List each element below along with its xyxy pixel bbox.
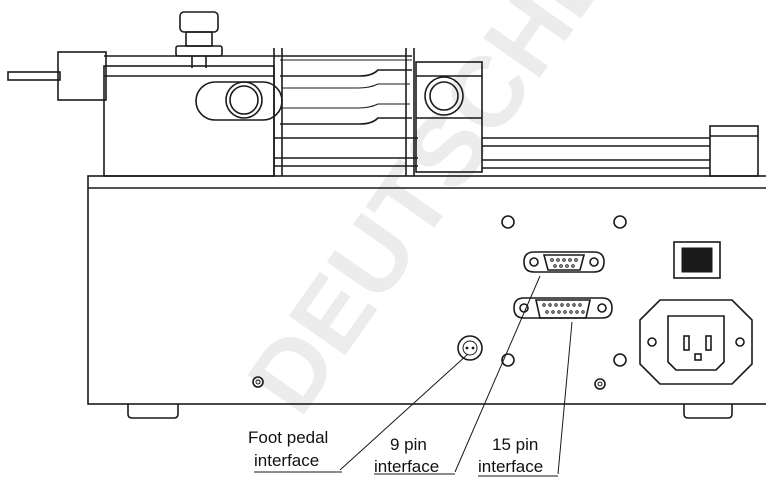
syringe-barrel bbox=[280, 69, 412, 125]
mounting-screws bbox=[252, 215, 627, 390]
nine-pin-connector bbox=[523, 251, 605, 273]
left-clamp bbox=[195, 81, 283, 121]
label-foot-pedal-line2: interface bbox=[254, 451, 319, 470]
power-inlet bbox=[639, 299, 753, 385]
label-9-pin-line2: interface bbox=[374, 457, 439, 476]
leader-line-15-pin bbox=[478, 321, 573, 477]
lead-screw-rails bbox=[482, 137, 710, 169]
watermark-text: DEUTSCHER bbox=[226, 0, 675, 433]
pusher-block bbox=[415, 61, 483, 173]
power-switch bbox=[673, 241, 721, 279]
label-foot-pedal-line1: Foot pedal bbox=[248, 428, 328, 447]
guide-rods bbox=[273, 48, 418, 176]
end-block bbox=[709, 125, 759, 177]
housing-feet bbox=[127, 404, 733, 419]
syringe-holder-block bbox=[57, 51, 107, 101]
fifteen-pin-connector bbox=[513, 297, 613, 319]
label-15-pin-line2: interface bbox=[478, 457, 543, 476]
leader-line-foot-pedal bbox=[254, 353, 469, 473]
top-rail bbox=[104, 55, 412, 61]
foot-pedal-socket bbox=[457, 335, 483, 361]
thumb-screw-knob bbox=[175, 11, 223, 68]
plunger-rod bbox=[7, 71, 61, 81]
base-housing bbox=[87, 175, 766, 405]
label-15-pin-line1: 15 pin bbox=[492, 435, 538, 454]
leader-line-9-pin bbox=[374, 275, 541, 475]
label-9-pin-line1: 9 pin bbox=[390, 435, 427, 454]
